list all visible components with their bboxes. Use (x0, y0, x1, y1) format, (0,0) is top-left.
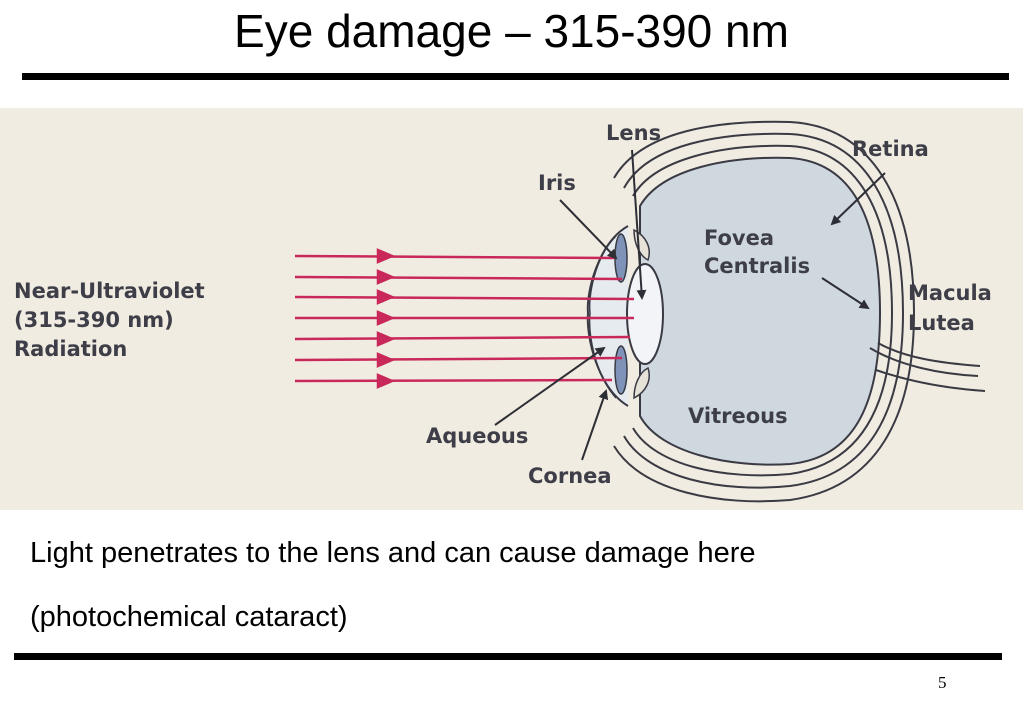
page-number: 5 (938, 673, 947, 692)
title-divider (22, 73, 1009, 80)
retina-label: Retina (852, 137, 929, 161)
uv-ray (294, 378, 613, 383)
radiation-label-line-1: Near-Ultraviolet (14, 279, 205, 303)
retina-pointer (830, 172, 886, 226)
uv-rays (294, 248, 635, 389)
eyeball (639, 156, 882, 466)
uv-ray (294, 254, 616, 260)
lens (626, 263, 664, 365)
footer-divider (14, 653, 1002, 660)
uv-ray (294, 335, 631, 341)
caption-line-2: (photochemical cataract) (30, 601, 348, 633)
lens-label: Lens (606, 121, 661, 145)
uv-ray (294, 295, 635, 301)
lens-pointer (631, 149, 647, 300)
vitreous-label: Vitreous (688, 404, 788, 428)
label-pointers (494, 149, 886, 461)
slide-title: Eye damage – 315-390 nm (234, 5, 789, 57)
iris-pointer (559, 199, 618, 260)
macula-label-line-2: Lutea (908, 311, 975, 335)
uv-ray (294, 356, 623, 362)
radiation-label-line-3: Radiation (14, 337, 127, 361)
optic-nerve (869, 342, 986, 392)
fovea-label-line-2: Centralis (704, 254, 810, 278)
uv-ray (294, 275, 623, 281)
fovea-pointer (821, 277, 870, 310)
caption-line-1: Light penetrates to the lens and can cau… (30, 537, 756, 569)
eye-wall-layers (613, 120, 916, 503)
cornea-label: Cornea (528, 464, 612, 488)
aqueous-pointer (494, 346, 606, 426)
aqueous-label: Aqueous (426, 424, 528, 448)
eye-diagram: Near-Ultraviolet (315-390 nm) Radiation … (0, 108, 1023, 510)
macula-label-line-1: Macula (908, 281, 992, 305)
cornea-pointer (581, 389, 609, 461)
iris-label: Iris (538, 171, 576, 195)
fovea-label-line-1: Fovea (704, 226, 774, 250)
radiation-label-line-2: (315-390 nm) (14, 308, 174, 332)
